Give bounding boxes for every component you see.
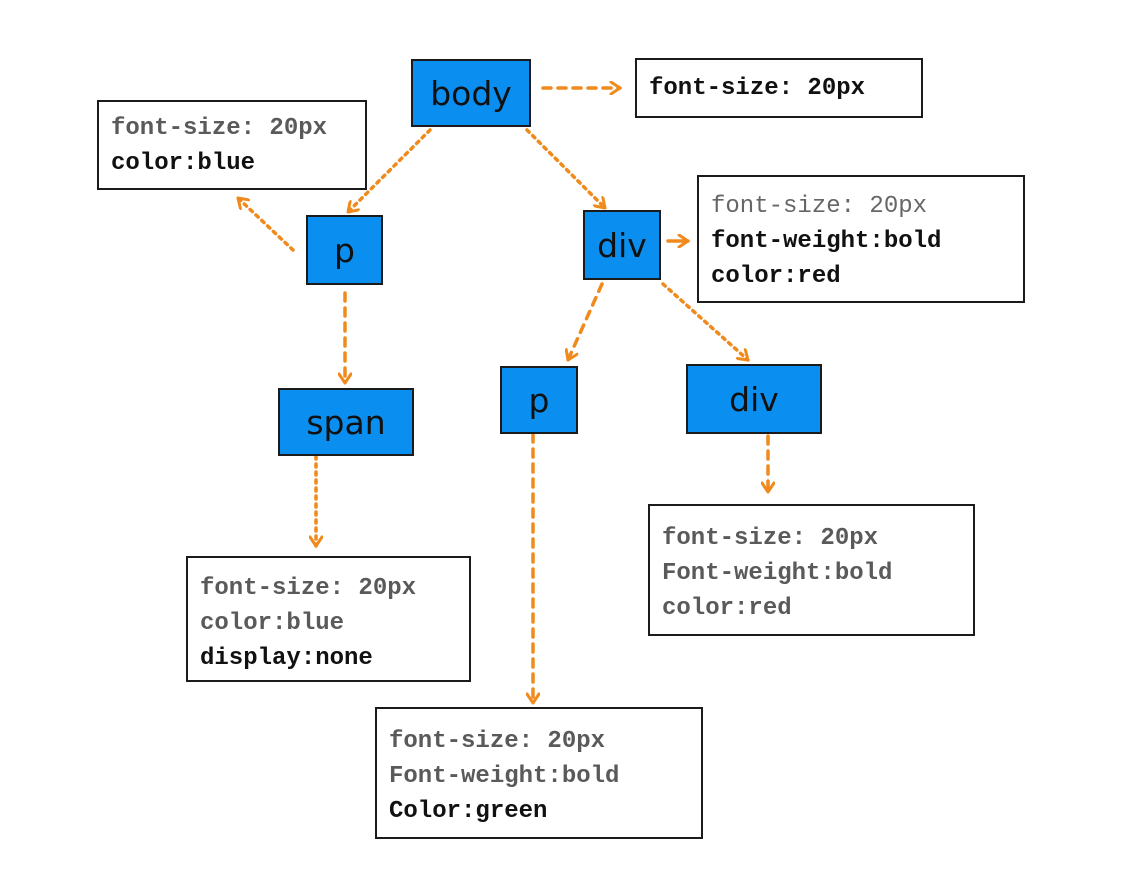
style-line-inherited: font-size: 20px (111, 115, 328, 142)
style-line-inherited: color:red (662, 595, 792, 622)
node-div-child: div (686, 364, 822, 434)
style-box-p-child: font-size: 20px Font-weight:bold Color:g… (375, 707, 703, 839)
style-line-inherited: color:blue (200, 610, 345, 637)
arrow-div-p (568, 282, 604, 362)
style-line: color:red (711, 263, 841, 290)
style-line: font-weight:bold (711, 228, 942, 255)
style-box-span: font-size: 20px color:blue display:none (186, 556, 471, 682)
style-line-inherited: font-size: 20px (711, 193, 928, 220)
arrow-body-div (525, 128, 607, 210)
style-box-div-child: font-size: 20px Font-weight:bold color:r… (648, 504, 975, 636)
style-box-p: font-size: 20px color:blue (97, 100, 367, 190)
node-p: p (306, 215, 383, 285)
style-box-body: font-size: 20px (635, 58, 923, 118)
style-line: display:none (200, 645, 373, 672)
style-line-inherited: Font-weight:bold (662, 560, 893, 587)
style-line: Color:green (389, 798, 548, 825)
style-line-inherited: font-size: 20px (662, 525, 879, 552)
arrow-div-div (661, 282, 750, 362)
style-line-inherited: font-size: 20px (200, 575, 417, 602)
style-line-inherited: font-size: 20px (389, 728, 606, 755)
style-box-div: font-size: 20px font-weight:bold color:r… (697, 175, 1025, 303)
node-div: div (583, 210, 661, 280)
node-p-child: p (500, 366, 578, 434)
arrow-body-p (346, 128, 432, 214)
arrow-p-style (236, 196, 295, 252)
style-line: color:blue (111, 150, 256, 177)
style-line-inherited: Font-weight:bold (389, 763, 620, 790)
node-body: body (411, 59, 531, 127)
style-line: font-size: 20px (649, 75, 866, 102)
node-span: span (278, 388, 414, 456)
